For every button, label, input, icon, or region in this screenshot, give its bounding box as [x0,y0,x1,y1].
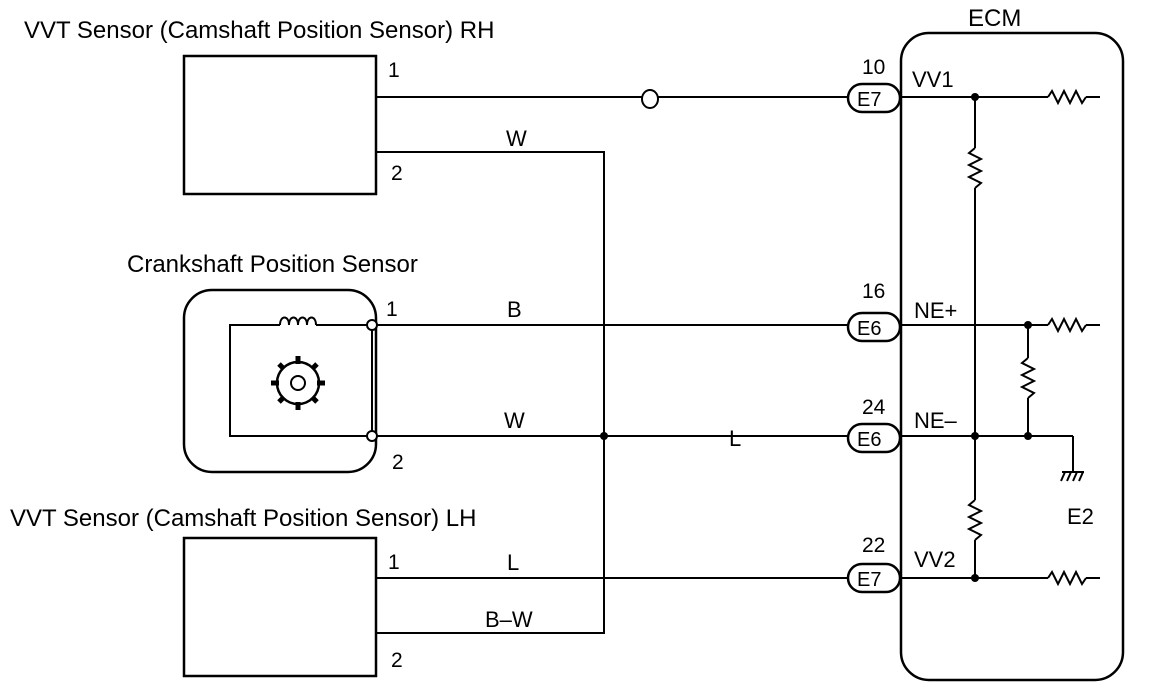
pickup-coil-icon [279,316,317,326]
connector-label: E6 [857,318,881,340]
crank-pin-1: 1 [386,298,398,321]
ecm-body [899,31,1125,682]
ecm-terminal-ne-plus: E6 16 NE+ [846,280,957,343]
terminal-pin-number: 24 [862,396,886,419]
vvt-rh-pin-2: 2 [391,162,403,185]
vvt-rh-title: VVT Sensor (Camshaft Position Sensor) RH [24,17,494,44]
terminal-pin-number: 16 [862,280,885,303]
ecm-terminal-vv1: E7 10 VV1 [846,56,954,114]
vvt-rh-sensor-box [182,54,378,196]
wire-color-rh-2: W [506,126,527,151]
gear-icon [271,356,325,410]
vvt-lh-pin-2: 2 [391,649,403,672]
ground-label: E2 [1067,504,1094,529]
connector-label: E6 [857,429,881,451]
wire-color-ne-minus: L [729,426,741,451]
signal-name: VV2 [914,547,956,572]
vvt-lh-title: VVT Sensor (Camshaft Position Sensor) LH [10,505,476,532]
ecm-internal-circuit [900,88,1100,587]
crank-sensor-title: Crankshaft Position Sensor [127,251,418,278]
connector-label: E7 [857,569,881,591]
wire-color-crank-1: B [507,297,522,322]
signal-name: NE– [914,408,958,433]
connector-label: E7 [857,89,881,111]
terminal-pin-number: 10 [862,56,885,79]
crank-pin-2: 2 [392,451,404,474]
ground-icon [1060,471,1084,482]
shield-symbol-icon [641,89,659,109]
ecm-title: ECM [968,5,1021,32]
wire-color-lh-2: B–W [485,607,533,632]
ecm-terminal-vv2: E7 22 VV2 [846,534,956,594]
wire-color-crank-2: W [504,408,525,433]
harness-wires [376,96,848,634]
signal-name: VV1 [912,67,954,92]
crank-sensor-body [182,288,378,474]
terminal-pin-number: 22 [862,534,885,557]
vvt-lh-sensor-box [182,536,378,678]
signal-name: NE+ [914,298,957,323]
crank-sensor-internal-circuit [229,324,373,437]
vvt-rh-pin-1: 1 [388,59,400,82]
ecm-terminal-ne-minus: E6 24 NE– [846,396,958,454]
wire-color-lh-1: L [507,550,519,575]
splice-point [600,432,608,440]
crank-terminal-2 [366,430,378,442]
crank-terminal-1 [366,319,378,331]
vvt-lh-pin-1: 1 [388,551,400,574]
